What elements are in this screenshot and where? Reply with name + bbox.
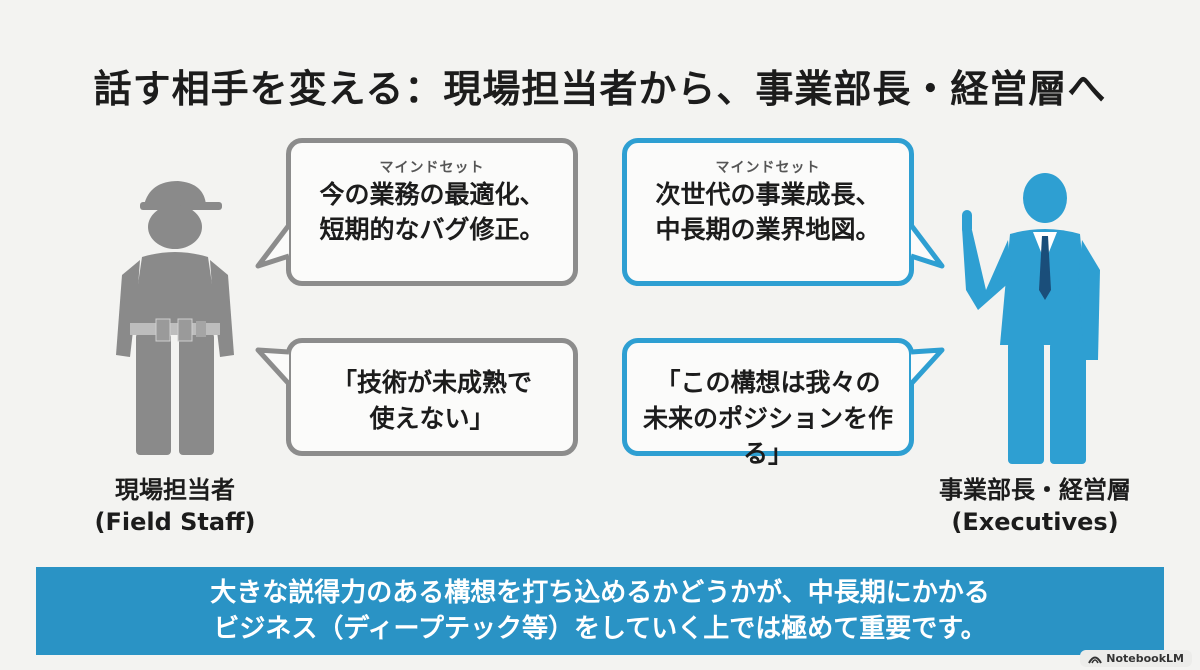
- field-staff-mindset-line1: 今の業務の最適化、: [319, 180, 545, 209]
- executives-label-jp: 事業部長・経営層: [939, 476, 1131, 504]
- executives-mindset-label: マインドセット: [715, 160, 821, 176]
- watermark-text: NotebookLM: [1106, 652, 1184, 665]
- executives-label: 事業部長・経営層 (Executives): [910, 474, 1160, 538]
- executives-label-en: (Executives): [951, 508, 1119, 536]
- field-staff-mindset-bubble: マインドセット 今の業務の最適化、 短期的なバグ修正。: [286, 138, 578, 286]
- conclusion-line1: 大きな説得力のある構想を打ち込めるかどうかが、中長期にかかる: [210, 578, 990, 608]
- conclusion-banner: 大きな説得力のある構想を打ち込めるかどうかが、中長期にかかる ビジネス（ディープ…: [36, 567, 1164, 655]
- field-staff-label-jp: 現場担当者: [115, 476, 235, 504]
- field-staff-mindset-bubble-tail: [255, 223, 291, 269]
- field-staff-label: 現場担当者 (Field Staff): [70, 474, 280, 538]
- field-staff-quote-bubble: 「技術が未成熟で 使えない」: [286, 338, 578, 456]
- field-staff-label-en: (Field Staff): [94, 508, 256, 536]
- executives-quote-bubble: 「この構想は我々の 未来のポジションを作る」: [622, 338, 914, 468]
- field-staff-worker-icon: [116, 181, 234, 455]
- executive-businessman-icon: [962, 173, 1100, 464]
- notebooklm-watermark: NotebookLM: [1080, 650, 1192, 667]
- field-staff-quote-bubble-tail: [255, 347, 291, 386]
- executives-quote-line2: 未来のポジションを作る」: [642, 404, 893, 468]
- executives-mindset-bubble: マインドセット 次世代の事業成長、 中長期の業界地図。: [622, 138, 914, 286]
- executives-quote-bubble-tail: [909, 347, 945, 386]
- field-staff-mindset-line2: 短期的なバグ修正。: [319, 215, 545, 244]
- executives-quote-line1: 「この構想は我々の: [655, 368, 881, 397]
- field-staff-mindset-label: マインドセット: [379, 160, 485, 176]
- notebooklm-logo-icon: [1088, 656, 1103, 664]
- field-staff-quote-line2: 使えない」: [369, 404, 495, 433]
- conclusion-line2: ビジネス（ディープテック等）をしていく上では極めて重要です。: [213, 614, 987, 644]
- slide-title: 話す相手を変える：現場担当者から、事業部長・経営層へ: [93, 67, 1107, 111]
- field-staff-quote-line1: 「技術が未成熟で: [331, 368, 532, 397]
- executives-mindset-line2: 中長期の業界地図。: [655, 215, 881, 244]
- executives-mindset-line1: 次世代の事業成長、: [655, 180, 881, 209]
- executives-mindset-bubble-tail: [909, 223, 945, 269]
